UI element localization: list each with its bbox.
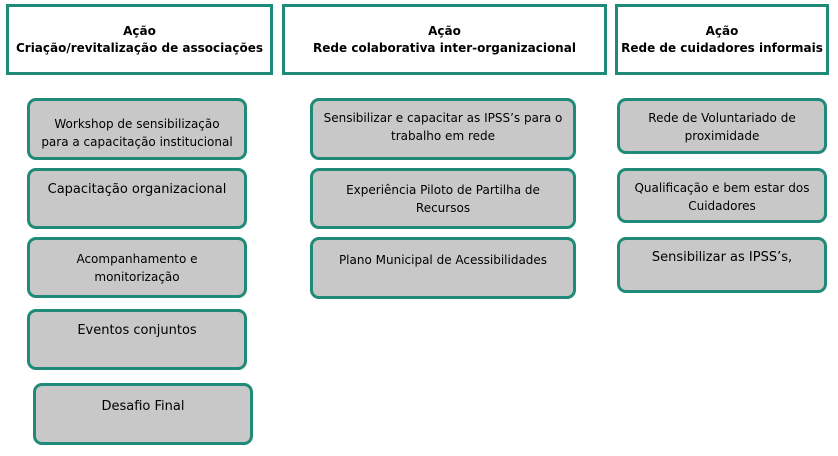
box-label: Desafio Final xyxy=(101,399,185,414)
box-voluntariado: Rede de Voluntariado de proximidade xyxy=(617,98,827,154)
box-label: Eventos conjuntos xyxy=(77,323,197,338)
header-title: Rede colaborativa inter-organizacional xyxy=(313,40,576,55)
header-title: Rede de cuidadores informais xyxy=(621,40,823,55)
box-label: Qualificação e bem estar dos Cuidadores xyxy=(634,181,810,213)
header-rede-colaborativa: Ação Rede colaborativa inter-organizacio… xyxy=(282,4,607,75)
box-sensibilizar-capacitar: Sensibilizar e capacitar as IPSS’s para … xyxy=(310,98,576,160)
header-title: Criação/revitalização de associações xyxy=(15,40,264,55)
header-associacoes: Ação Criação/revitalização de associaçõe… xyxy=(6,4,273,75)
box-desafio: Desafio Final xyxy=(33,383,253,445)
box-label: Plano Municipal de Acessibilidades xyxy=(338,253,548,267)
box-acompanhamento: Acompanhamento e monitorização xyxy=(27,237,247,298)
box-workshop: Workshop de sensibilização para a capaci… xyxy=(27,98,247,160)
header-action-label: Ação xyxy=(123,23,156,38)
box-eventos: Eventos conjuntos xyxy=(27,309,247,370)
box-capacitacao: Capacitação organizacional xyxy=(27,168,247,229)
box-label: Acompanhamento e monitorização xyxy=(76,252,198,284)
header-cuidadores: Ação Rede de cuidadores informais xyxy=(615,4,829,75)
header-action-label: Ação xyxy=(428,23,461,38)
box-label: Sensibilizar as IPSS’s, xyxy=(651,250,793,265)
box-label: Capacitação organizacional xyxy=(47,182,227,197)
box-experiencia-piloto: Experiência Piloto de Partilha de Recurs… xyxy=(310,168,576,229)
box-label: Experiência Piloto de Partilha de Recurs… xyxy=(346,183,540,215)
box-label: Sensibilizar e capacitar as IPSS’s para … xyxy=(323,111,563,143)
box-plano-municipal: Plano Municipal de Acessibilidades xyxy=(310,237,576,299)
box-label: Workshop de sensibilização para a capaci… xyxy=(41,117,233,149)
box-qualificacao: Qualificação e bem estar dos Cuidadores xyxy=(617,168,827,223)
header-action-label: Ação xyxy=(705,23,739,38)
box-label: Rede de Voluntariado de proximidade xyxy=(648,111,796,143)
box-sensibilizar-ipss: Sensibilizar as IPSS’s, xyxy=(617,237,827,293)
